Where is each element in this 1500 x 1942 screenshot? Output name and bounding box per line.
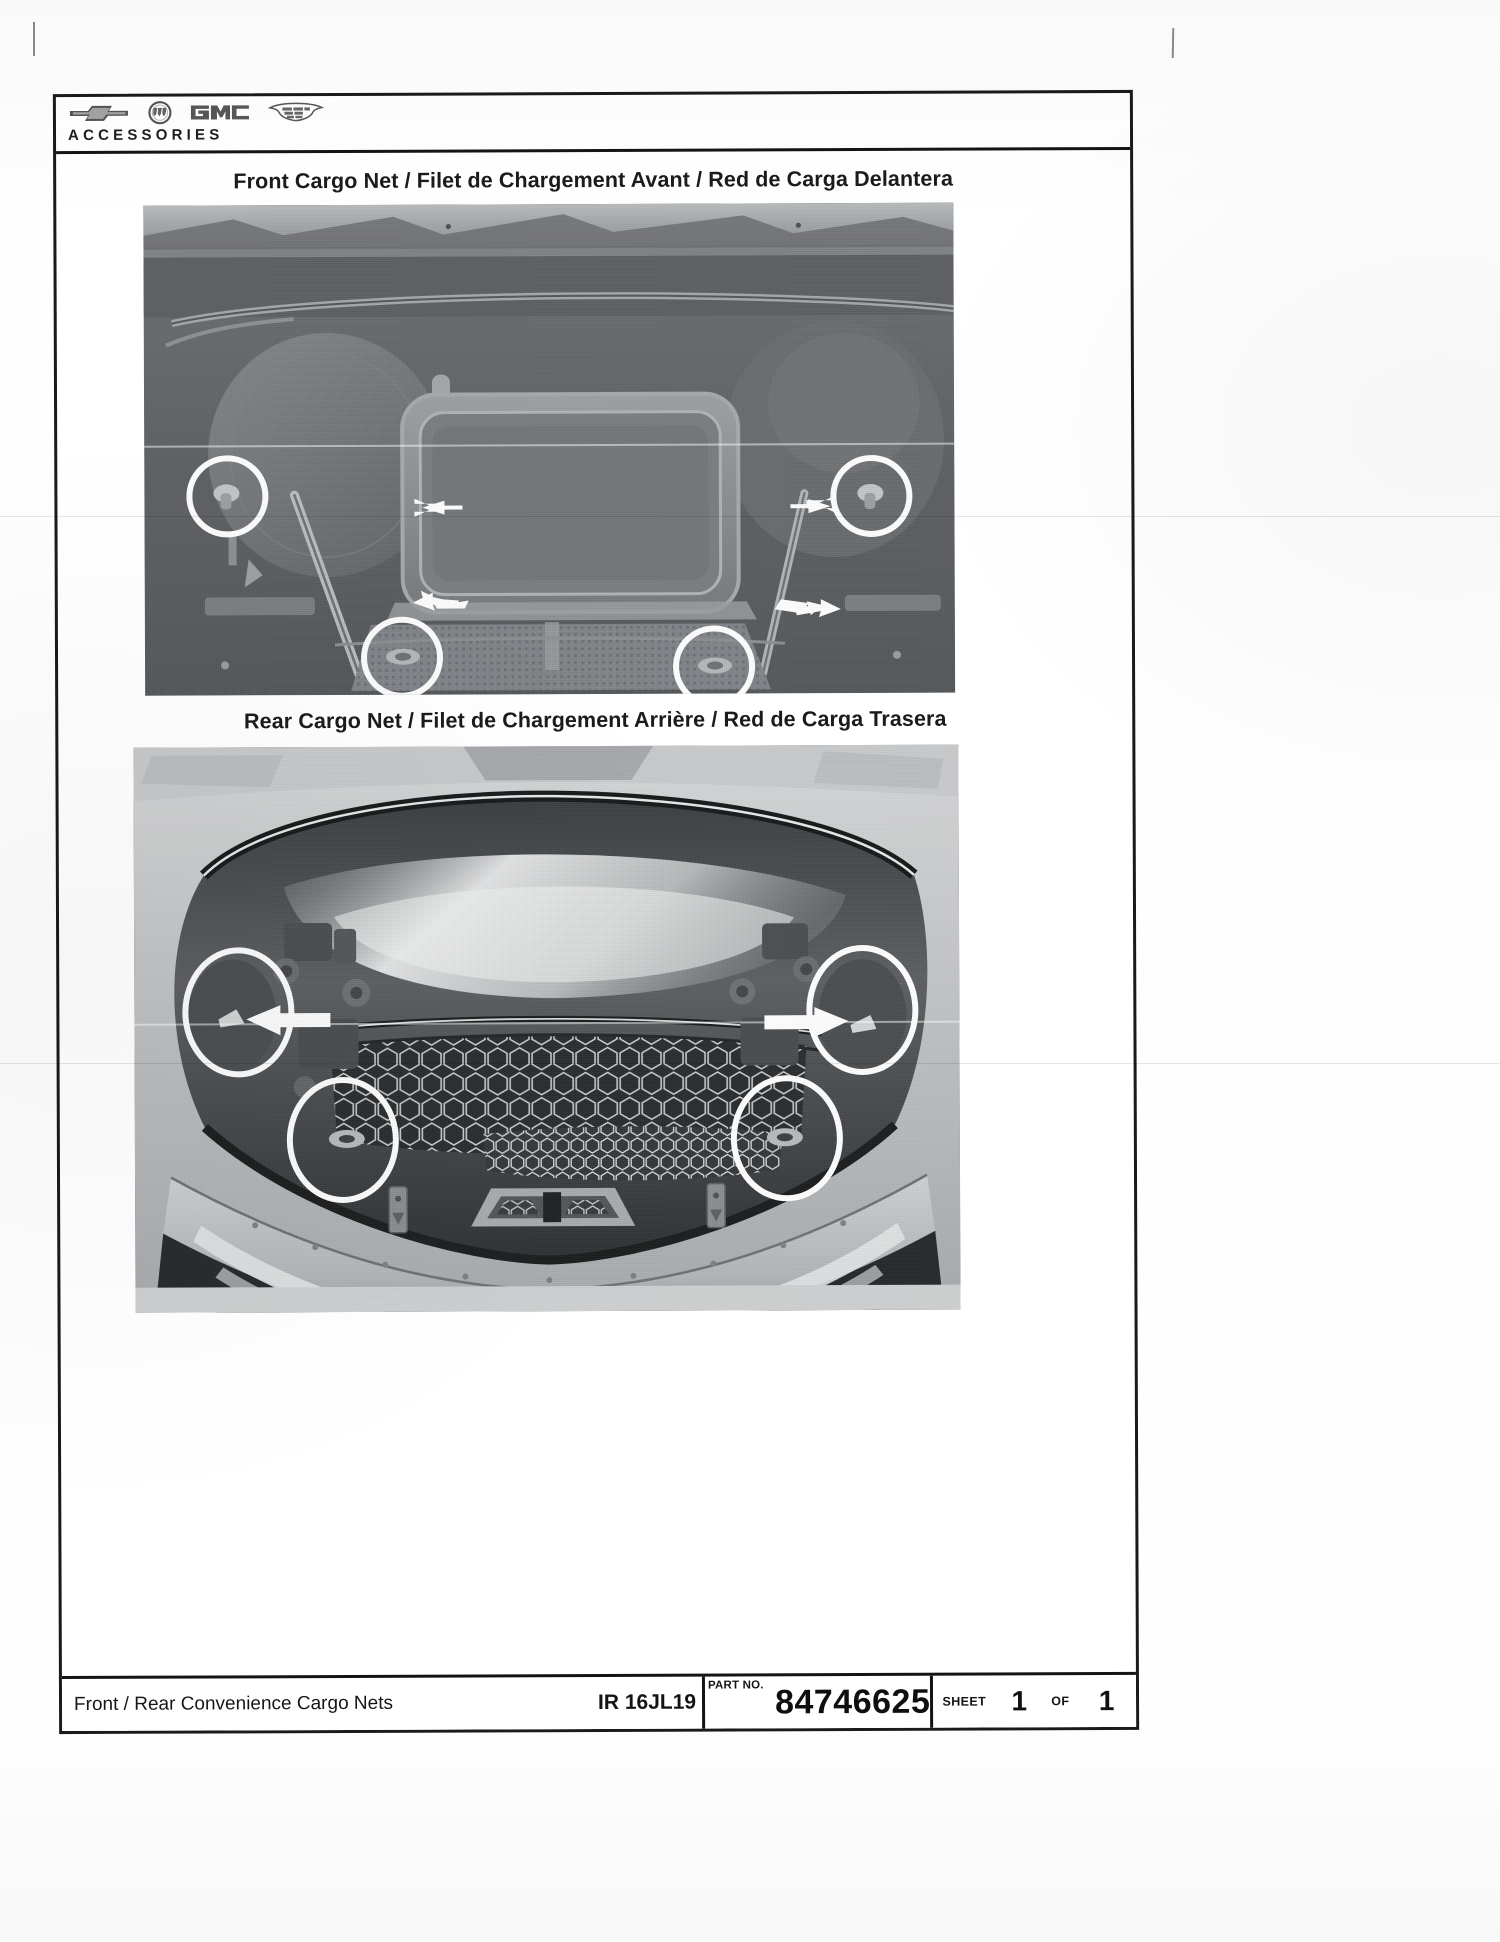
- front-callout-lower-left: [360, 616, 444, 696]
- footer-of-label: OF: [1051, 1694, 1070, 1709]
- footer-part-no-label: PART NO.: [707, 1679, 764, 1692]
- document-frame: ACCESSORIES Front Cargo Net / Filet de C…: [52, 89, 1140, 1735]
- front-callout-upper-right: [830, 454, 913, 538]
- document-header: ACCESSORIES: [55, 92, 1131, 155]
- footer-sheet-label: SHEET: [942, 1694, 987, 1709]
- footer-sheet-number: 1: [1011, 1685, 1028, 1717]
- rear-callout-lower-left: [286, 1076, 400, 1204]
- accessories-label: ACCESSORIES: [67, 126, 224, 145]
- rear-callout-left: [182, 947, 295, 1078]
- gmc-logo: [190, 103, 250, 126]
- buick-logo: [148, 101, 172, 130]
- footer-ir-code: IR 16JL19: [561, 1676, 706, 1730]
- front-section-title: Front Cargo Net / Filet de Chargement Av…: [233, 166, 954, 194]
- footer-sheet-total: 1: [1098, 1685, 1115, 1717]
- rear-callout-right: [806, 944, 919, 1076]
- rear-cargo-photo: [133, 744, 961, 1313]
- footer-part-number: 84746625: [774, 1675, 934, 1729]
- registration-tick-left: [33, 22, 35, 56]
- front-callout-upper-left: [186, 455, 269, 538]
- footer-description: Front / Rear Convenience Cargo Nets: [73, 1692, 394, 1716]
- rear-callout-lower-right: [730, 1075, 844, 1202]
- page-fold-line-lower: [0, 1063, 1500, 1064]
- brand-logo-row: [68, 100, 325, 130]
- registration-tick-right: [1171, 27, 1175, 59]
- cadillac-logo: [267, 101, 325, 128]
- rear-section-title: Rear Cargo Net / Filet de Chargement Arr…: [243, 706, 947, 734]
- footer-title-block: Front / Rear Convenience Cargo Nets IR 1…: [61, 1671, 1137, 1732]
- front-cargo-photo: [143, 202, 956, 696]
- page-fold-line-upper: [0, 516, 1500, 517]
- chevrolet-logo: [68, 103, 130, 128]
